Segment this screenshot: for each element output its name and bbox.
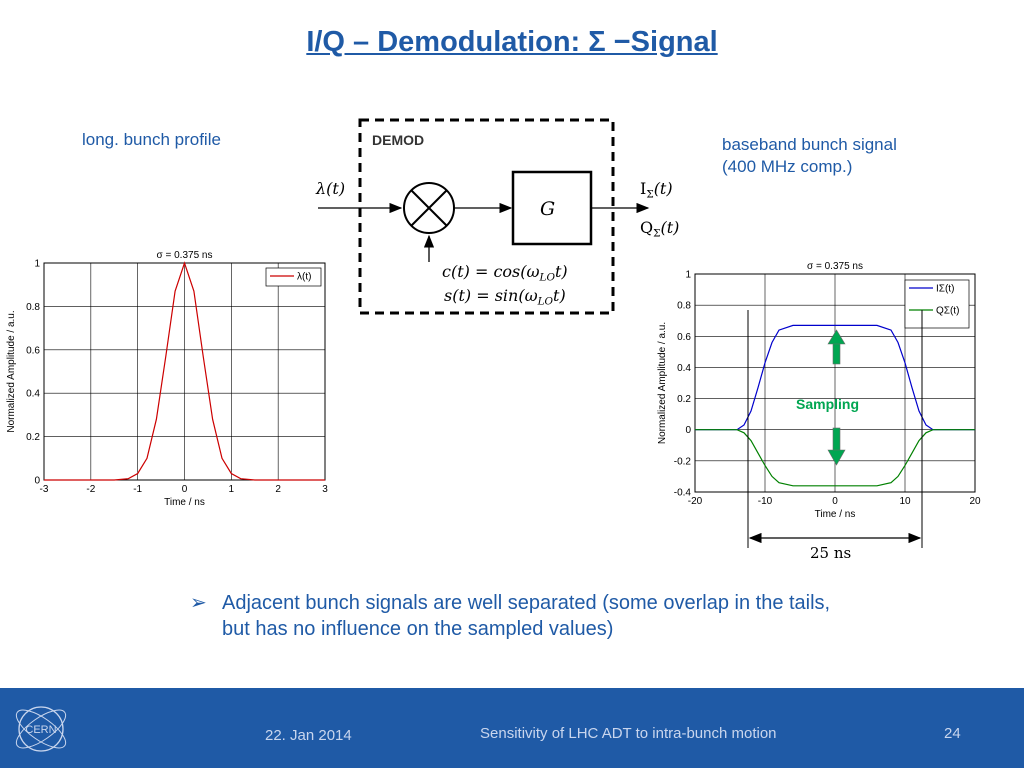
left-x-tick-label: 2 xyxy=(275,484,281,495)
left-y-tick-label: 0.8 xyxy=(26,302,40,313)
lambda-profile-chart: -3 -2 -1 0 1 2 3 0 0.2 0.4 0.6 0.8 1 σ = 0.375 ns Time… xyxy=(6,250,328,508)
demod-label: DEMOD xyxy=(372,132,425,148)
right-y-axis-label: Normalized Amplitude / a.u. xyxy=(657,322,668,444)
right-y-tick-label: -0.4 xyxy=(674,488,692,499)
left-x-axis-label: Time / ns xyxy=(164,497,205,508)
filter-label: G xyxy=(540,198,556,220)
lo-cos-subscript: LO xyxy=(539,271,555,284)
demod-box xyxy=(358,118,615,315)
right-x-tick-label: -20 xyxy=(688,496,703,507)
left-x-tick-label: -3 xyxy=(40,484,49,495)
footer-date: 22. Jan 2014 xyxy=(265,727,352,744)
sampling-label: Sampling xyxy=(796,396,860,412)
left-x-tick-label: 3 xyxy=(322,484,328,495)
right-series-line-0 xyxy=(695,324,975,431)
lo-sin-end: t) xyxy=(553,286,566,305)
mixer-icon xyxy=(403,182,455,234)
left-x-tick-label: -2 xyxy=(86,484,95,495)
annotation-overlay xyxy=(747,310,923,548)
right-x-axis-label: Time / ns xyxy=(815,509,856,520)
output-i-letter: I xyxy=(640,179,647,198)
bullet-text-line1: Adjacent bunch signals are well separate… xyxy=(222,592,831,614)
right-y-tick-label: 0.4 xyxy=(677,363,691,374)
right-y-tick-label: 1 xyxy=(685,270,691,281)
lo-sin-text: s(t) = sin(ω xyxy=(444,286,538,305)
sampling-arrow-down-icon xyxy=(827,427,846,466)
bullet-text-line2: but has no influence on the sampled valu… xyxy=(222,618,614,640)
left-chart-title: σ = 0.375 ns xyxy=(157,250,213,261)
right-y-tick-label: -0.2 xyxy=(674,456,692,467)
output-i-subscript: Σ xyxy=(646,188,654,201)
left-series-line-0 xyxy=(44,261,325,481)
right-legend-label: QΣ(t) xyxy=(936,306,959,317)
right-series-line-1 xyxy=(695,429,975,487)
right-y-tick-label: 0.6 xyxy=(677,332,691,343)
left-x-tick-label: -1 xyxy=(133,484,142,495)
output-i-label: IΣ(t) xyxy=(640,179,673,201)
baseband-signal-label-line1: baseband bunch signal xyxy=(722,135,897,154)
right-x-tick-label: -10 xyxy=(758,496,773,507)
right-legend-label: IΣ(t) xyxy=(936,284,954,295)
cern-logo-icon: CERN xyxy=(15,706,67,752)
left-y-tick-label: 0.6 xyxy=(26,345,40,356)
left-x-tick-label: 1 xyxy=(229,484,235,495)
bunch-profile-label: long. bunch profile xyxy=(82,130,221,149)
right-x-tick-label: 20 xyxy=(969,496,981,507)
right-y-tick-label: 0.8 xyxy=(677,301,691,312)
left-x-tick-label: 0 xyxy=(182,484,188,495)
right-y-tick-label: 0.2 xyxy=(677,394,691,405)
demod-block-diagram xyxy=(318,118,650,315)
output-i-arg: (t) xyxy=(653,179,673,198)
right-x-tick-label: 10 xyxy=(899,496,911,507)
footer-bar: CERN 22. Jan 2014 Sensitivity of LHC ADT… xyxy=(0,688,1024,768)
lo-cos-formula: c(t) = cos(ωLOt) xyxy=(442,262,568,284)
cern-logo-text: CERN xyxy=(25,724,56,736)
bullet-text: Adjacent bunch signals are well separate… xyxy=(222,590,830,642)
lo-sin-subscript: LO xyxy=(537,295,554,308)
output-q-subscript: Σ xyxy=(653,227,661,240)
bullet-marker: ➢ xyxy=(190,592,207,614)
footer-page-number: 24 xyxy=(944,725,961,742)
lo-cos-text: c(t) = cos(ω xyxy=(442,262,540,281)
right-y-tick-label: 0 xyxy=(685,425,691,436)
baseband-signal-label-line2: (400 MHz comp.) xyxy=(722,157,853,176)
output-q-letter: Q xyxy=(640,218,654,237)
left-legend-box xyxy=(265,267,322,287)
lo-sin-formula: s(t) = sin(ωLOt) xyxy=(444,286,566,308)
sampling-arrow-up-icon xyxy=(827,329,846,365)
right-chart-title: σ = 0.375 ns xyxy=(807,261,863,272)
left-y-tick-label: 0.4 xyxy=(26,389,40,400)
output-q-label: QΣ(t) xyxy=(640,218,679,240)
left-y-tick-label: 1 xyxy=(34,259,40,270)
baseband-signal-label: baseband bunch signal (400 MHz comp.) xyxy=(722,134,897,178)
bunch-spacing-label: 25 ns xyxy=(810,544,852,562)
left-y-tick-label: 0.2 xyxy=(26,432,40,443)
left-legend-label: λ(t) xyxy=(297,272,311,283)
filter-block xyxy=(511,170,593,246)
left-y-tick-label: 0 xyxy=(34,476,40,487)
lo-cos-end: t) xyxy=(554,262,568,281)
slide-title: I/Q – Demodulation: Σ −Signal xyxy=(306,26,718,58)
right-x-tick-label: 0 xyxy=(832,496,838,507)
footer-talk-title: Sensitivity of LHC ADT to intra-bunch mo… xyxy=(480,725,777,742)
input-signal-label: λ(t) xyxy=(316,179,346,198)
output-q-arg: (t) xyxy=(660,218,680,237)
left-y-axis-label: Normalized Amplitude / a.u. xyxy=(6,310,17,432)
